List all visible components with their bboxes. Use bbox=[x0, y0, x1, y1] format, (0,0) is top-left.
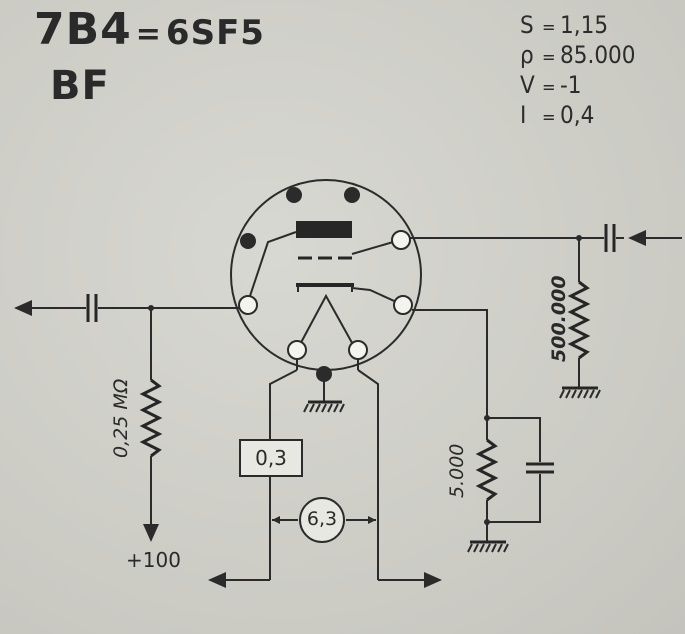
bypass-cap-wire-bottom bbox=[487, 474, 541, 523]
tube-function-label: BF bbox=[50, 63, 110, 109]
anode-internal-wire bbox=[247, 231, 297, 303]
pin-unused-1 bbox=[286, 187, 302, 203]
heater-voltage-label: 6,3 bbox=[306, 508, 338, 530]
tube-type-equals: = bbox=[135, 17, 162, 52]
pin-unused-2 bbox=[344, 187, 360, 203]
param-equals: = bbox=[542, 107, 556, 128]
param-symbol: I bbox=[520, 101, 527, 129]
param-symbol: S bbox=[520, 11, 534, 39]
tube-ground-hatch bbox=[303, 403, 345, 413]
tube-type-main: 7B4 bbox=[34, 4, 132, 55]
pin-anode bbox=[238, 295, 258, 315]
bypass-cap-wire-top bbox=[487, 417, 541, 462]
param-value: 0,4 bbox=[560, 101, 595, 129]
anode-plate bbox=[296, 221, 352, 238]
cathode-resistor bbox=[475, 438, 499, 502]
pin-heater-left bbox=[287, 340, 307, 360]
supply-voltage-label: +100 bbox=[126, 548, 181, 572]
param-row-v: V =-1 bbox=[520, 72, 670, 102]
param-row-rho: ρ =85.000 bbox=[520, 42, 670, 72]
param-value: 85.000 bbox=[560, 41, 636, 69]
cathode-ground-hatch bbox=[467, 543, 509, 553]
plate-resistor-label: 0,25 MΩ bbox=[110, 378, 132, 458]
param-value: 1,15 bbox=[560, 11, 609, 39]
pin-cathode bbox=[393, 295, 413, 315]
grid-resistor-label: 500.000 bbox=[548, 275, 570, 362]
param-value: -1 bbox=[560, 71, 582, 99]
heater-voltage-arrowhead-right bbox=[368, 516, 376, 524]
param-symbol: V bbox=[520, 71, 535, 99]
param-row-s: S =1,15 bbox=[520, 12, 670, 42]
tube-type-alt: 6SF5 bbox=[165, 13, 265, 53]
grid-resistor bbox=[567, 280, 591, 360]
pin-unused-3 bbox=[240, 233, 256, 249]
grid-ground-hatch bbox=[559, 389, 601, 399]
param-equals: = bbox=[542, 77, 556, 98]
param-symbol: ρ bbox=[520, 41, 534, 69]
param-equals: = bbox=[542, 47, 556, 68]
heater-voltage-circle bbox=[299, 497, 345, 543]
heater-resistor-label: 0,3 bbox=[255, 446, 287, 470]
tube-type-title: 7B4=6SF5 bbox=[34, 6, 265, 59]
pin-grid bbox=[391, 230, 411, 250]
param-row-i: I =0,4 bbox=[520, 102, 670, 132]
cathode-internal-wire bbox=[351, 287, 404, 306]
cathode-resistor-label: 5.000 bbox=[446, 443, 468, 498]
plate-load-resistor bbox=[139, 378, 163, 458]
pin-heater-right bbox=[348, 340, 368, 360]
heater-right-wire bbox=[357, 369, 379, 580]
heater-left-wire-top bbox=[269, 369, 298, 440]
tube-envelope bbox=[230, 179, 422, 371]
tube-parameters: S=1,15 ρ=85.000 V=-1 I=0,4 bbox=[520, 12, 670, 132]
param-equals: = bbox=[542, 17, 556, 38]
heater-voltage-arrowhead-left bbox=[272, 516, 280, 524]
cathode-wire bbox=[412, 309, 488, 418]
heater-filament bbox=[296, 293, 357, 351]
